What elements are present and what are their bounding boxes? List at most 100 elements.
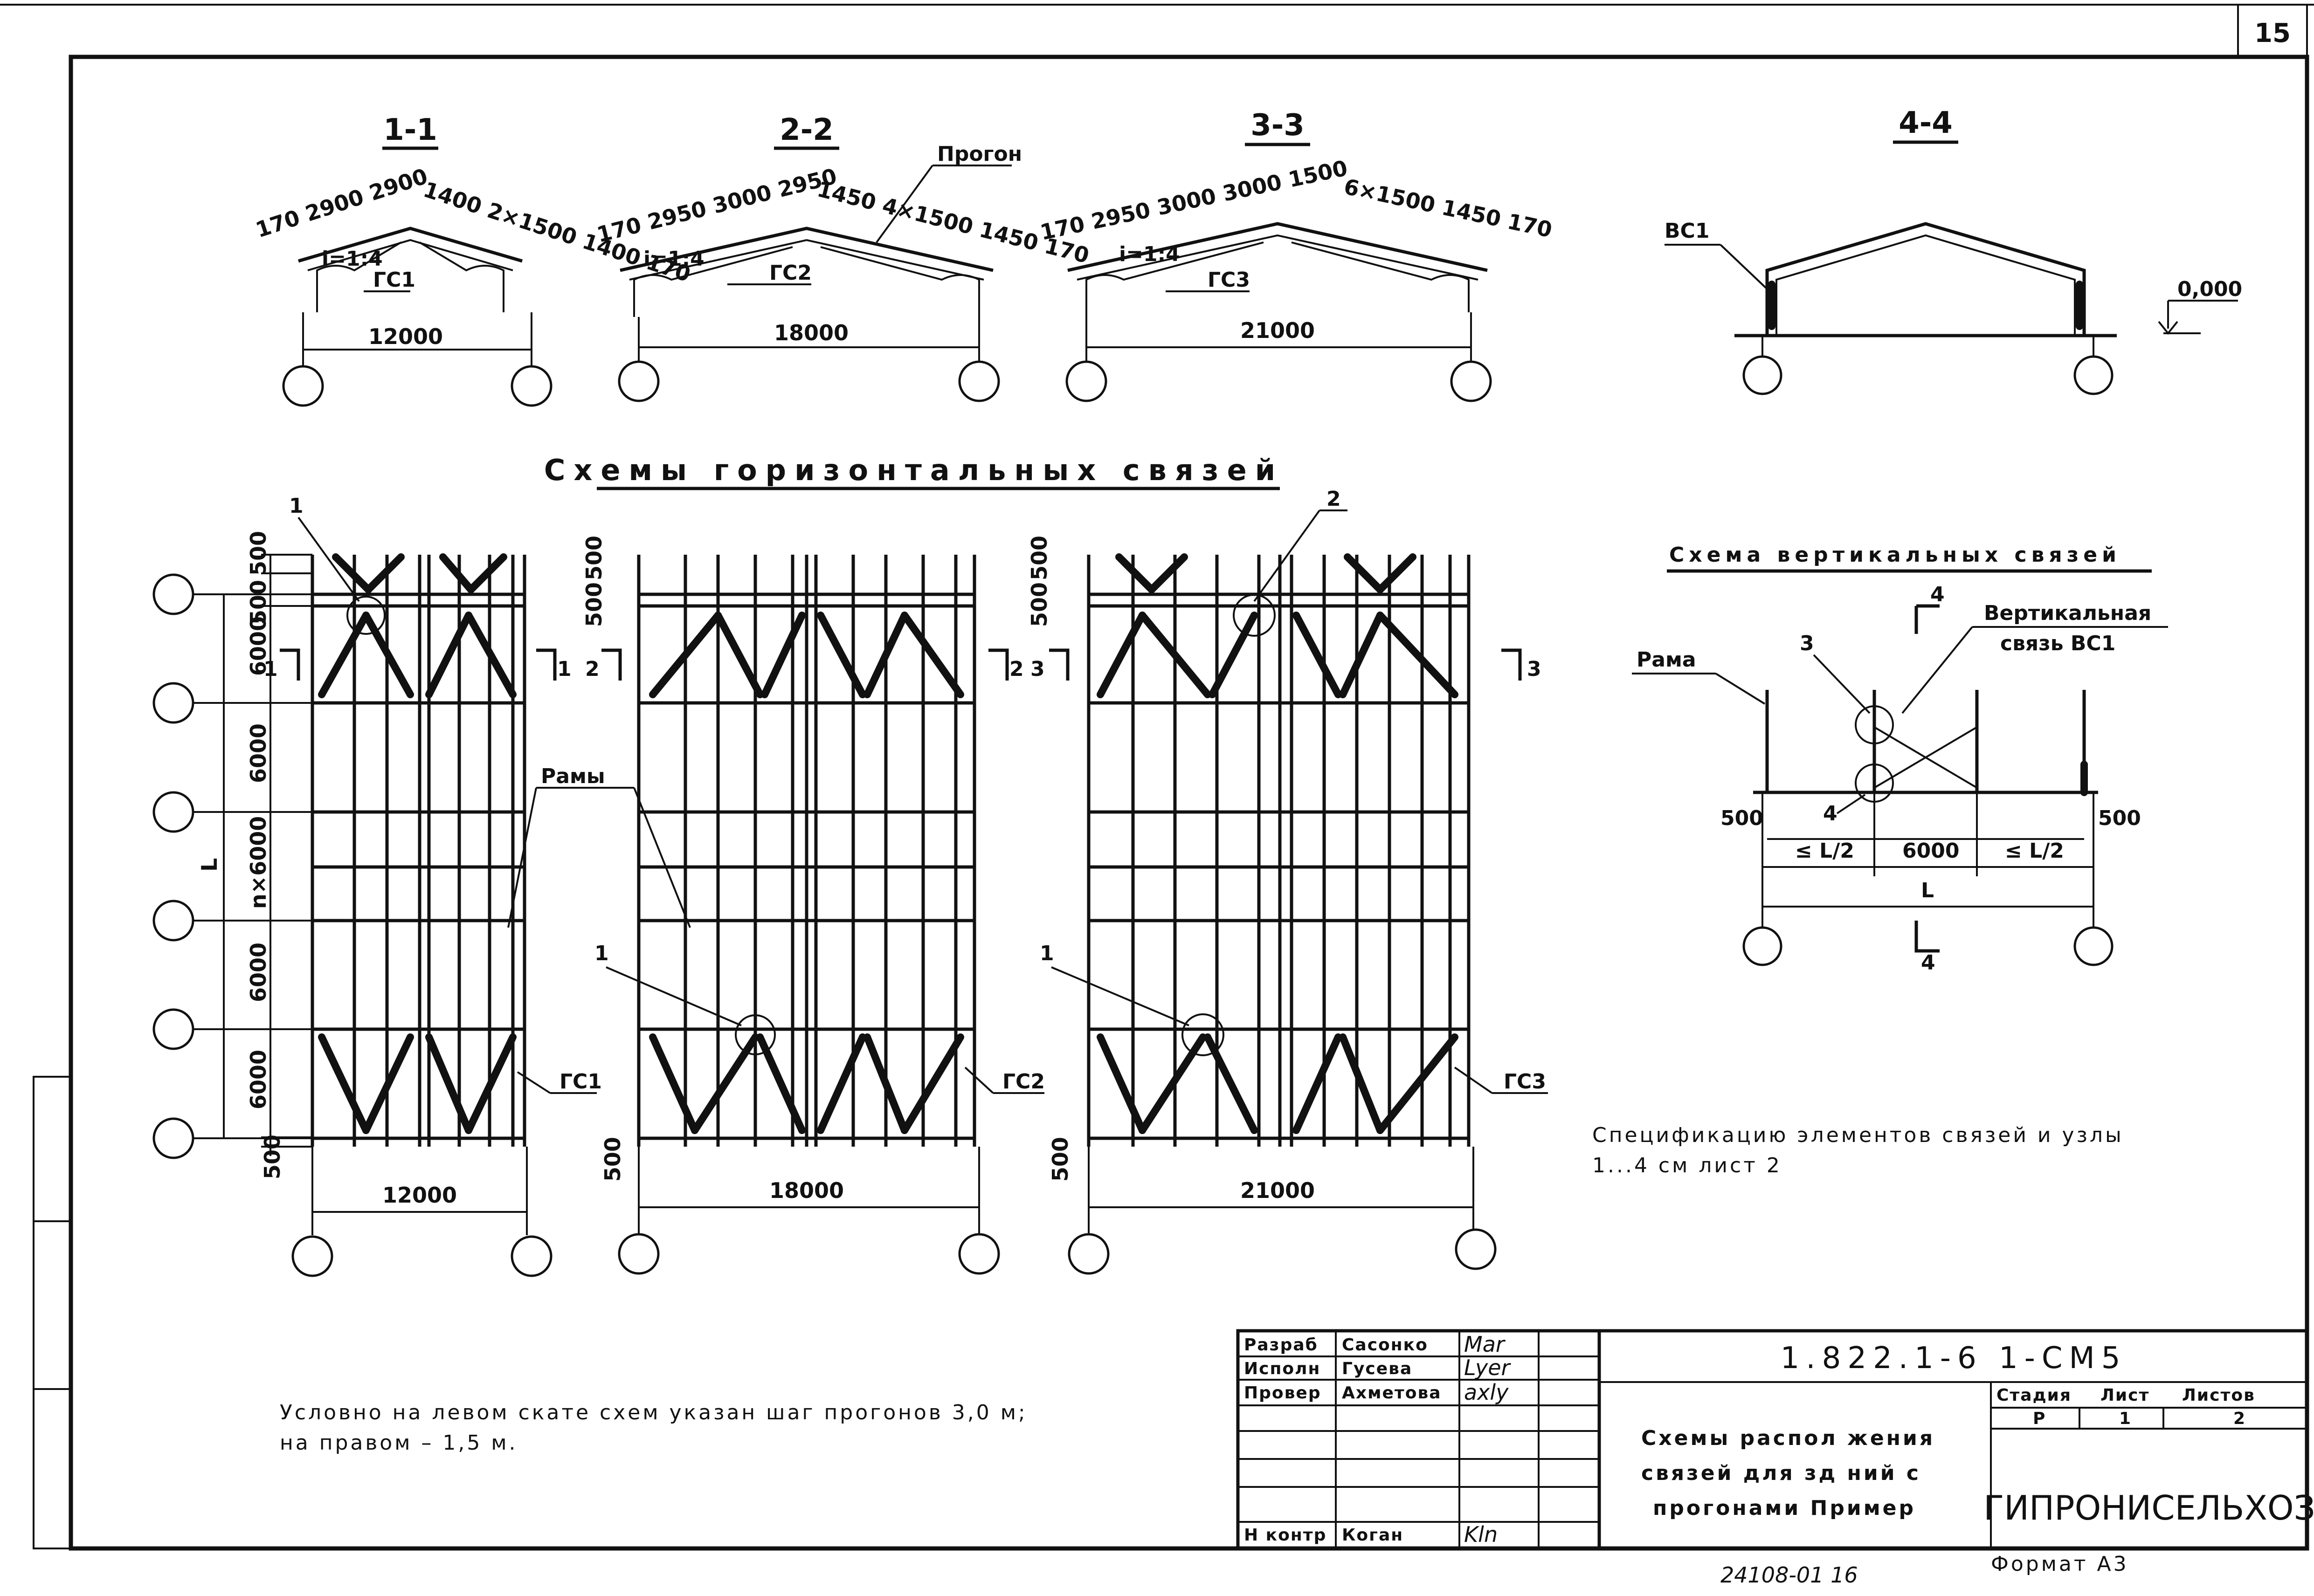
row-dim-n6000: n×6000 (246, 816, 271, 909)
row-dim-6000-c: 6000 (246, 942, 271, 1002)
plan-2-cut-left: 2 (585, 657, 600, 681)
section-3-3-dims-left: 170 2950 3000 3000 1500 (1038, 155, 1350, 245)
section-1-1-title: 1-1 (383, 113, 437, 147)
vertical-dim-half-left: ≤ L/2 (1795, 839, 1854, 863)
plan-3-mid-dim: 500 (1048, 1137, 1073, 1182)
plan-axes (152, 554, 312, 1159)
section-3-3-brace-label: ГС3 (1208, 268, 1250, 292)
row-dim-top-2: 500 (246, 580, 271, 625)
section-2-2-brace-label: ГС2 (769, 261, 812, 285)
plan-3-top-dim-2: 500 (1027, 582, 1052, 627)
tb-sign-1: Mar (1464, 1332, 1506, 1357)
plan-3-top-dim-1: 500 (1027, 536, 1052, 580)
tb-stage: Р (2033, 1409, 2046, 1428)
tb-name-4: Коган (1342, 1526, 1403, 1545)
vertical-brace-label-2: связь ВС1 (2000, 632, 2115, 655)
purlin-note-line1: Условно на левом скате схем указан шаг п… (280, 1401, 1028, 1424)
tb-sign-2: Lyer (1464, 1355, 1512, 1380)
plan-3: 2 1 3 3 ГС3 500 500 500 21000 (1027, 487, 1548, 1275)
row-dim-6000-a: 6000 (246, 616, 271, 676)
purlin-note-line2: на правом – 1,5 м. (280, 1431, 518, 1455)
tb-sheet-no: 1 (2119, 1409, 2132, 1428)
section-3-3: 3-3 170 2950 3000 3000 1500 6×1500 1450 … (1038, 108, 1554, 402)
plan-2-left-dim: 500 (600, 1137, 625, 1182)
tb-sheet-header: Лист (2100, 1386, 2149, 1405)
plan-3-brace: ГС3 (1504, 1070, 1546, 1094)
row-dim-6000-b: 6000 (246, 723, 271, 783)
vertical-brace-label-1: Вертикальная (1984, 601, 2151, 625)
footer-inventory-number: 24108-01 16 (1720, 1562, 1858, 1588)
plan-2-cut-right: 2 (1009, 657, 1024, 681)
tb-sign-3: axly (1464, 1380, 1509, 1405)
plan-2-top-dim-1: 500 (581, 536, 607, 580)
section-1-1: 1-1 170 2900 2900 1400 2×1500 1400 170 i… (253, 113, 694, 407)
plan-3-cut-left: 3 (1030, 657, 1045, 681)
tb-sheets-total: 2 (2233, 1409, 2246, 1428)
tb-name-3: Ахметова (1342, 1383, 1442, 1403)
section-1-1-brace-label: ГС1 (373, 268, 415, 292)
plan-1: 1 1 1 ГС1 12000 (263, 494, 602, 1277)
section-2-2-slope: i=1:4 (643, 247, 705, 271)
section-2-2-dims-left: 170 2950 3000 2950 (594, 164, 840, 248)
plan-2-node-1: 1 (594, 942, 609, 965)
section-2-2-title: 2-2 (780, 113, 834, 147)
spec-note-line1: Спецификацию элементов связей и узлы (1592, 1123, 2124, 1147)
tb-role-1: Разраб (1244, 1335, 1318, 1355)
page-number: 15 (2254, 18, 2291, 48)
tb-sheets-header: Листов (2182, 1386, 2255, 1405)
organization-name: ГИПРОНИСЕЛЬХОЗ (1983, 1488, 2314, 1527)
plan-1-span: 12000 (382, 1183, 457, 1208)
vertical-dim-half-right: ≤ L/2 (2005, 839, 2064, 863)
section-1-1-slope: i=1:4 (322, 247, 383, 271)
tb-stage-header: Стадия (1996, 1386, 2072, 1405)
sheet-frame (0, 4, 2314, 1551)
plan-3-cut-right: 3 (1527, 657, 1541, 681)
title-block: Разраб Сасонко Mar Исполн Гусева Lyer Пр… (1236, 1329, 2314, 1550)
format-label: Формат А3 (1991, 1552, 2129, 1576)
plan-1-cut-right: 1 (557, 657, 572, 681)
plan-3-span: 21000 (1240, 1178, 1315, 1203)
level-mark: 0,000 (2177, 277, 2242, 301)
tb-name-1: Сасонко (1342, 1335, 1428, 1355)
plan-1-brace: ГС1 (560, 1070, 602, 1094)
tb-role-4: Н контр (1244, 1526, 1326, 1545)
plan-2-brace: ГС2 (1002, 1070, 1045, 1094)
plan-3-node-2: 2 (1326, 487, 1341, 511)
plan-2-top-dim-2: 500 (581, 582, 607, 627)
tb-role-2: Исполн (1244, 1359, 1320, 1378)
tb-role-3: Провер (1244, 1383, 1321, 1403)
vertical-cut-bottom: 4 (1921, 951, 1935, 975)
horizontal-bracing-title: Схемы горизонтальных связей (544, 453, 1284, 487)
section-3-3-title: 3-3 (1250, 108, 1305, 143)
vertical-node-3: 3 (1800, 632, 1814, 655)
plan-2-span: 18000 (769, 1178, 844, 1203)
frames-label: Рамы (541, 764, 605, 788)
vertical-dim-total: L (1921, 879, 1934, 902)
plan-2: 1 2 2 ГС2 500 500 500 18000 (581, 536, 1045, 1275)
vertical-dim-mid: 6000 (1902, 839, 1959, 863)
row-dim-top-1: 500 (246, 531, 271, 576)
tb-sign-4: Kln (1464, 1522, 1498, 1547)
section-4-4-brace-label: ВС1 (1665, 219, 1709, 243)
side-label-L: L (197, 858, 222, 872)
section-4-4: 4-4 ВС1 0,000 (1665, 106, 2242, 395)
section-1-1-span: 12000 (368, 324, 443, 349)
vertical-bracing-title: Схема вертикальных связей (1669, 543, 2121, 567)
row-dim-6000-d: 6000 (246, 1050, 271, 1109)
section-3-3-slope: i=1:4 (1119, 242, 1180, 266)
section-4-4-title: 4-4 (1899, 106, 1953, 140)
vertical-node-4: 4 (1823, 802, 1837, 826)
doc-title-line2: связей для зд ний с (1641, 1461, 1921, 1485)
vertical-dim-right: 500 (2098, 806, 2141, 830)
plan-1-cut-left: 1 (263, 657, 278, 681)
plan-3-node-1: 1 (1040, 942, 1054, 965)
doc-title-line1: Схемы распол жения (1641, 1426, 1935, 1450)
section-2-2-span: 18000 (774, 320, 849, 345)
section-2-2-purlin-label: Прогон (937, 142, 1022, 166)
vertical-bracing: Схема вертикальных связей 4 Вертикальная… (1632, 543, 2168, 975)
section-2-2: 2-2 Прогон 170 2950 3000 2950 1450 4×150… (594, 113, 1091, 402)
row-dim-bottom: 500 (260, 1135, 285, 1179)
vertical-frame-label: Рама (1637, 648, 1696, 672)
vertical-dim-left: 500 (1720, 806, 1763, 830)
